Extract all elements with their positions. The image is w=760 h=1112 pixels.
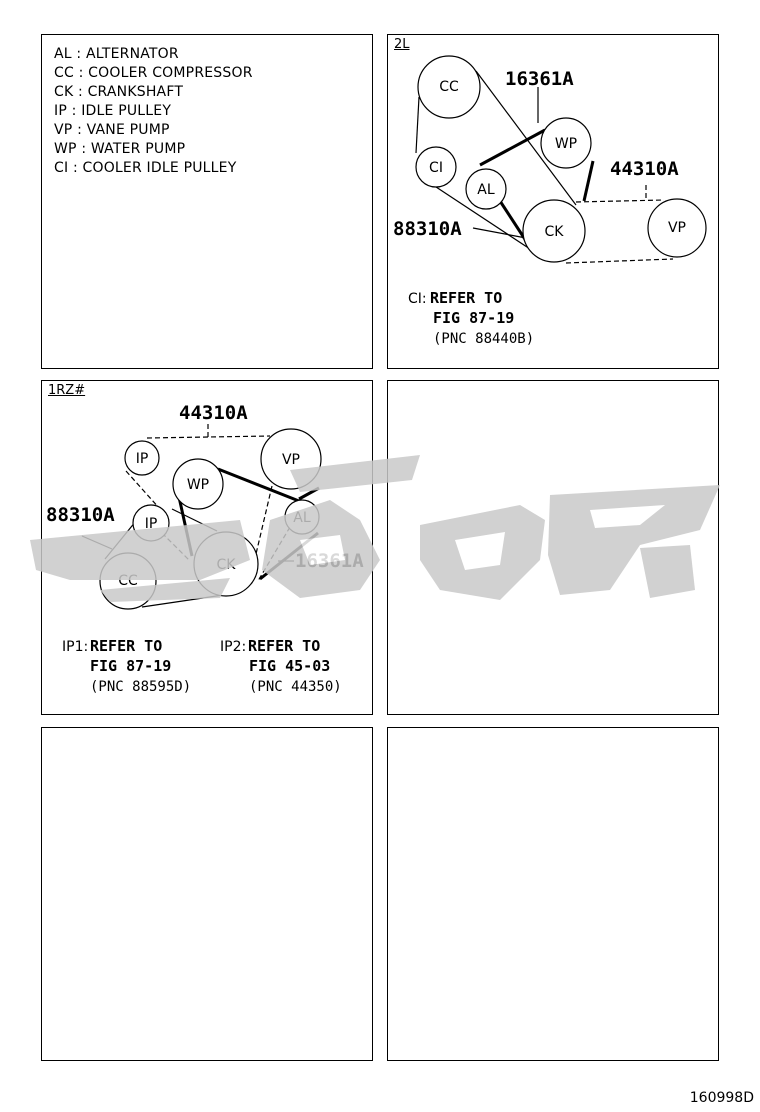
belt-diagram-2l: CC CI WP AL CK VP 16361A 44310A 88310A C… bbox=[393, 55, 707, 347]
belt-ip2-ck-top bbox=[171, 508, 218, 532]
ref2-line2: FIG 45-03 bbox=[249, 657, 330, 675]
pulley-label-al: AL bbox=[293, 510, 311, 526]
belt-ip1-ip2 bbox=[125, 470, 161, 510]
part-number-16361a: 16361A bbox=[295, 550, 364, 572]
part-number-16361a: 16361A bbox=[505, 68, 574, 90]
belt-wp-vp bbox=[217, 467, 300, 503]
pulley-label-vp: VP bbox=[668, 220, 686, 236]
diagram-2l-panel: 2L CC CI bbox=[387, 34, 719, 369]
pulley-vp bbox=[647, 198, 707, 258]
belt-ip2-ck-dash bbox=[161, 532, 191, 562]
legend-item-ci: CI : COOLER IDLE PULLEY bbox=[54, 160, 237, 176]
engine-tag-1rz: 1RZ# bbox=[48, 383, 86, 398]
belt-leader-88310a bbox=[81, 535, 113, 550]
belt-ci-ck-left bbox=[429, 182, 531, 250]
empty-panel-bottom-right bbox=[387, 727, 719, 1061]
pulley-label-cc: CC bbox=[118, 573, 138, 589]
belt-cc-ck-bottom bbox=[141, 593, 231, 608]
pulley-label-ck: CK bbox=[217, 557, 237, 573]
belt-ip1-vp-top bbox=[146, 435, 271, 439]
pulley-cc bbox=[417, 55, 481, 119]
legend-item-cc: CC : COOLER COMPRESSOR bbox=[54, 65, 253, 81]
ref-line1: REFER TO bbox=[430, 289, 502, 307]
ref1-line1: REFER TO bbox=[90, 637, 162, 655]
legend-item-al: AL : ALTERNATOR bbox=[54, 46, 179, 62]
legend-item-ip: IP : IDLE PULLEY bbox=[54, 103, 172, 119]
pulley-label-ip2: IP bbox=[145, 516, 158, 532]
pulley-wp bbox=[540, 117, 592, 169]
empty-panel-bottom-left bbox=[41, 727, 373, 1061]
part-number-44310a: 44310A bbox=[610, 158, 679, 180]
pulley-label-vp: VP bbox=[282, 452, 300, 468]
engine-tag-2l: 2L bbox=[394, 37, 410, 52]
pulley-wp bbox=[172, 458, 224, 510]
belt-ck-vp-bottom bbox=[565, 258, 674, 264]
belt-leader-88310a bbox=[472, 227, 527, 239]
legend-item-vp: VP : VANE PUMP bbox=[54, 122, 170, 138]
belt-wp-ck bbox=[582, 160, 595, 202]
legend-item-ck: CK : CRANKSHAFT bbox=[54, 84, 184, 100]
pulley-label-ck: CK bbox=[545, 224, 565, 240]
part-number-44310a: 44310A bbox=[179, 402, 248, 424]
ref1-prefix-ip1: IP1: bbox=[62, 639, 88, 655]
pulley-label-al: AL bbox=[477, 182, 495, 198]
belt-cc-ck-right bbox=[475, 70, 577, 206]
part-number-88310a: 88310A bbox=[46, 504, 115, 526]
diagram-1rz-panel: 1RZ# bbox=[41, 380, 373, 715]
belt-al-wp bbox=[479, 128, 546, 167]
pulley-ci bbox=[415, 146, 457, 188]
ref-line2: FIG 87-19 bbox=[433, 309, 514, 327]
ref-prefix-ci: CI: bbox=[408, 291, 427, 307]
pulley-label-ci: CI bbox=[429, 160, 443, 176]
ref2-prefix-ip2: IP2: bbox=[220, 639, 246, 655]
belt-cc-ci-left bbox=[415, 96, 420, 154]
belt-ck-vp-top bbox=[575, 199, 665, 203]
belt-al-ck-dash bbox=[257, 526, 291, 582]
pulley-ip1 bbox=[124, 440, 160, 476]
ref1-line3: (PNC 88595D) bbox=[90, 679, 191, 695]
empty-panel-middle-right bbox=[387, 380, 719, 715]
ref1-line2: FIG 87-19 bbox=[90, 657, 171, 675]
pulley-al bbox=[465, 168, 507, 210]
ref-line3: (PNC 88440B) bbox=[433, 331, 534, 347]
part-number-88310a: 88310A bbox=[393, 218, 462, 240]
legend-item-wp: WP : WATER PUMP bbox=[54, 141, 186, 157]
pulley-label-wp: WP bbox=[555, 136, 577, 152]
legend-panel: AL : ALTERNATOR CC : COOLER COMPRESSOR C… bbox=[41, 34, 373, 369]
pulley-label-wp: WP bbox=[187, 477, 209, 493]
belt-diagram-1rz: IP VP WP IP AL CK CC 44310A 88310A 16361… bbox=[46, 402, 364, 695]
pulley-ck bbox=[522, 199, 586, 263]
image-code: 160998D bbox=[689, 1090, 754, 1106]
ref2-line1: REFER TO bbox=[248, 637, 320, 655]
pulley-label-cc: CC bbox=[439, 79, 459, 95]
ref2-line3: (PNC 44350) bbox=[249, 679, 342, 695]
belt-vp-al bbox=[298, 486, 320, 501]
legend-list: AL : ALTERNATOR CC : COOLER COMPRESSOR C… bbox=[54, 45, 253, 178]
pulley-label-ip1: IP bbox=[136, 451, 149, 467]
